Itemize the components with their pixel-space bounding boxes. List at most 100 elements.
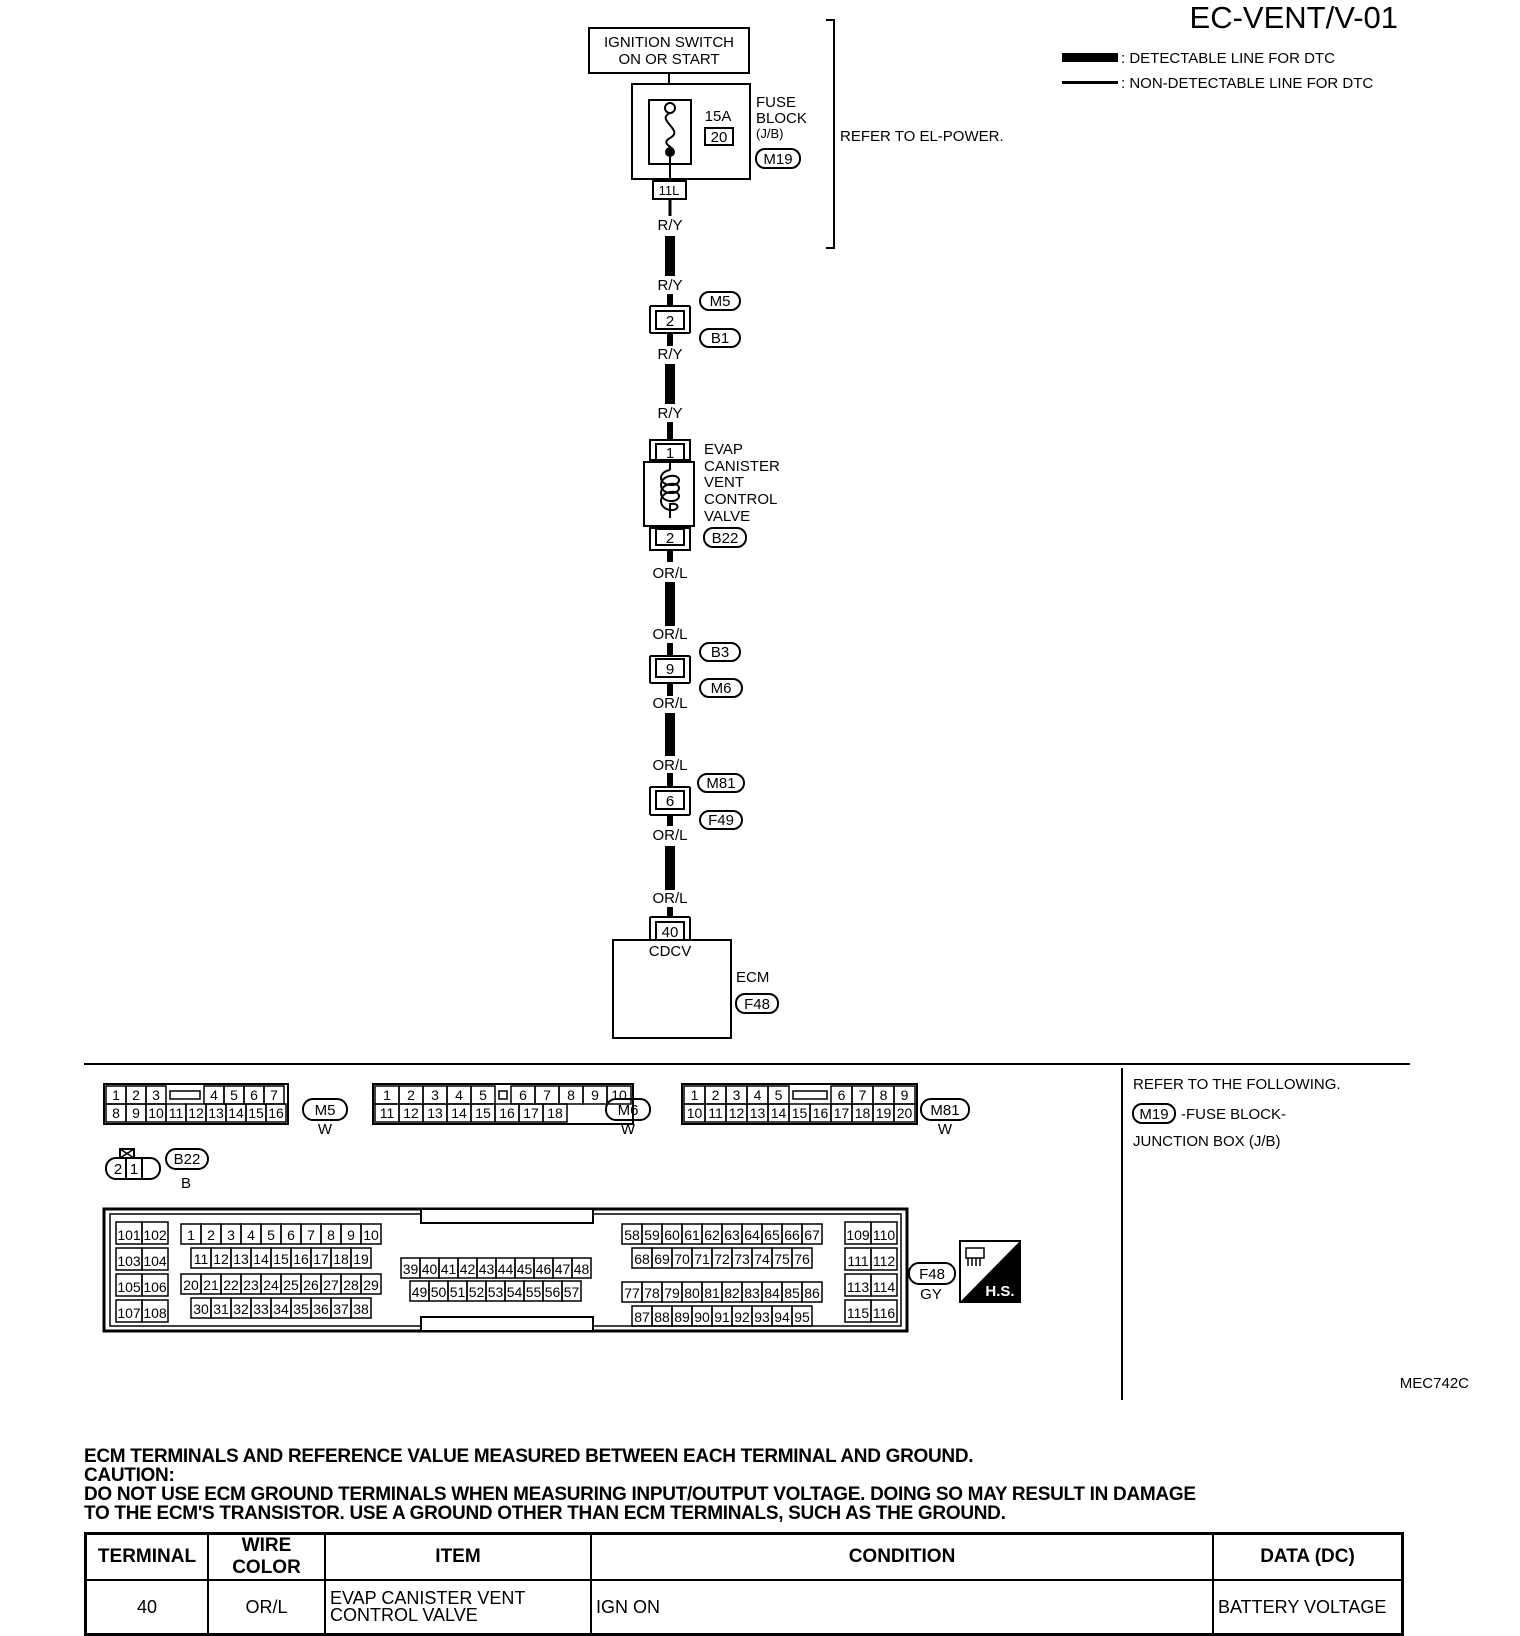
pin-number: 6 — [519, 1087, 527, 1103]
pin-number: 71 — [694, 1251, 710, 1267]
pin-number: 15 — [248, 1105, 264, 1121]
connector-face-tag: B22 — [174, 1151, 201, 1168]
pin-number: 7 — [543, 1087, 551, 1103]
pin-number: 82 — [724, 1285, 740, 1301]
pin-number: 13 — [208, 1105, 224, 1121]
connector-face-tag: M81 — [930, 1102, 959, 1119]
pin-number: 64 — [744, 1227, 760, 1243]
col-wire-color: WIRE COLOR — [207, 1532, 326, 1581]
pin-number: 90 — [694, 1309, 710, 1325]
pin-number: 93 — [754, 1309, 770, 1325]
valve-label: CONTROL — [704, 491, 777, 508]
connector-face-color: W — [938, 1121, 953, 1138]
pin-number: 24 — [263, 1277, 279, 1293]
connector-face-color: W — [318, 1121, 333, 1138]
pin-number: 9 — [901, 1087, 909, 1103]
pin-number: 12 — [403, 1105, 419, 1121]
wire-color-label: OR/L — [652, 827, 687, 844]
pin-number: 60 — [664, 1227, 680, 1243]
pin-number: 30 — [193, 1301, 209, 1317]
wire-color-label: R/Y — [657, 405, 682, 422]
pin-cell — [360, 1223, 382, 1245]
pin-number: 4 — [247, 1227, 255, 1243]
pin-number: 9 — [347, 1227, 355, 1243]
pin-number: 23 — [243, 1277, 259, 1293]
pin-number: 102 — [143, 1227, 167, 1243]
fuse-block-terminal: 11L — [659, 183, 680, 198]
pin-number: 20 — [897, 1105, 913, 1121]
pin-number: 2 — [132, 1087, 140, 1103]
wire-color-label: R/Y — [657, 277, 682, 294]
pin-number: 69 — [654, 1251, 670, 1267]
pin-number: 70 — [674, 1251, 690, 1267]
pin-cell — [141, 1247, 169, 1271]
notes-line4: TO THE ECM'S TRANSISTOR. USE A GROUND OT… — [84, 1503, 1006, 1524]
pin-cell — [893, 1103, 916, 1123]
pin-number: 48 — [574, 1261, 590, 1277]
pin-number: 17 — [313, 1251, 329, 1267]
connector-outline — [681, 1083, 918, 1125]
pin-number: 5 — [479, 1087, 487, 1103]
ecm-signal: CDCV — [649, 943, 692, 960]
pin-number: 36 — [313, 1301, 329, 1317]
connector-key — [169, 1090, 201, 1100]
pin-number: 113 — [847, 1279, 870, 1295]
pin-number: 2 — [207, 1227, 215, 1243]
evap-valve: 1 2 — [643, 439, 695, 551]
pin-number: 10 — [363, 1227, 379, 1243]
connector-face-color: B — [181, 1175, 191, 1192]
pin-number: 58 — [624, 1227, 640, 1243]
wire-color-label: OR/L — [652, 695, 687, 712]
pin-number: 91 — [714, 1309, 730, 1325]
pin-number: 75 — [774, 1251, 790, 1267]
pin-cell — [141, 1299, 169, 1323]
fuse-block-label2: BLOCK — [756, 110, 807, 127]
b22-pin: 1 — [130, 1161, 138, 1178]
cell-item-line2: CONTROL VALVE — [330, 1605, 478, 1625]
fuse-number: 20 — [711, 129, 728, 146]
connector-outline — [103, 1083, 289, 1125]
pin-number: 103 — [117, 1253, 141, 1269]
pin-number: 53 — [488, 1284, 504, 1300]
pin-number: 92 — [734, 1309, 750, 1325]
connector-tag: F49 — [708, 812, 734, 829]
pin-number: 3 — [152, 1087, 160, 1103]
pin-number: 94 — [774, 1309, 790, 1325]
pin-number: 15 — [792, 1105, 808, 1121]
pin-number: 50 — [431, 1284, 447, 1300]
valve-label: EVAP — [704, 441, 743, 458]
pin-cell — [571, 1257, 592, 1279]
pin-number: 105 — [117, 1279, 141, 1295]
pin-number: 79 — [664, 1285, 680, 1301]
coil-icon — [660, 469, 680, 518]
wire-color-label: R/Y — [657, 217, 682, 234]
connector-tag: F48 — [744, 996, 770, 1013]
pin-number: 65 — [764, 1227, 780, 1243]
pin-number: 43 — [479, 1261, 495, 1277]
connector-face-tag: F48 — [919, 1266, 945, 1283]
ecm-block: 40 CDCV — [612, 916, 732, 1039]
pin-number: 72 — [714, 1251, 730, 1267]
wire-color-label: OR/L — [652, 757, 687, 774]
pin-number: 44 — [498, 1261, 514, 1277]
notes-line1: ECM TERMINALS AND REFERENCE VALUE MEASUR… — [84, 1446, 974, 1467]
pin-number: 110 — [873, 1227, 896, 1243]
pin-number: 6 — [250, 1087, 258, 1103]
pin-number: 19 — [353, 1251, 369, 1267]
pin-cell — [801, 1281, 823, 1303]
pin-number: 66 — [784, 1227, 800, 1243]
pin-number: 68 — [634, 1251, 650, 1267]
pin-cell — [350, 1297, 372, 1319]
pin-number: 7 — [307, 1227, 315, 1243]
pin-number: 108 — [143, 1305, 167, 1321]
pin-number: 114 — [873, 1279, 896, 1295]
connector-tag: B1 — [711, 330, 729, 347]
pin-number: 106 — [143, 1279, 167, 1295]
caution-notes: ECM TERMINALS AND REFERENCE VALUE MEASUR… — [84, 1447, 1464, 1523]
notes-line3: DO NOT USE ECM GROUND TERMINALS WHEN MEA… — [84, 1484, 1196, 1505]
pin-number: 33 — [253, 1301, 269, 1317]
joint-pin: 2 — [666, 313, 674, 330]
pin-number: 31 — [213, 1301, 229, 1317]
joint-pin: 6 — [666, 793, 674, 810]
